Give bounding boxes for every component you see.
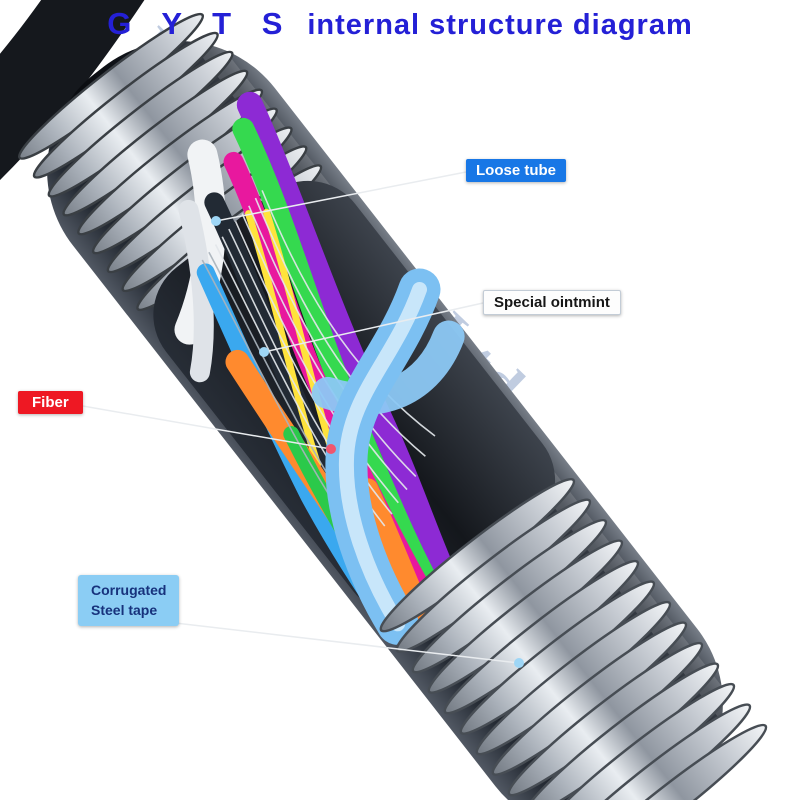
label-corrugated-line2: Steel tape [91,602,158,619]
label-corrugated-steel-tape: Corrugated Steel tape [78,575,180,626]
jacket-end-band [0,0,145,181]
strength-member [178,199,214,383]
page-title: G Y T S internal structure diagram [0,6,800,42]
corrugated-steel-armor-end [379,477,768,800]
label-fiber: Fiber [18,391,83,414]
label-corrugated-line1: Corrugated [91,582,167,598]
title-brand: G Y T S [107,6,294,41]
label-special-ointment: Special ointmint [483,290,621,315]
label-loose-tube: Loose tube [466,159,567,182]
title-text: internal structure diagram [307,9,693,41]
